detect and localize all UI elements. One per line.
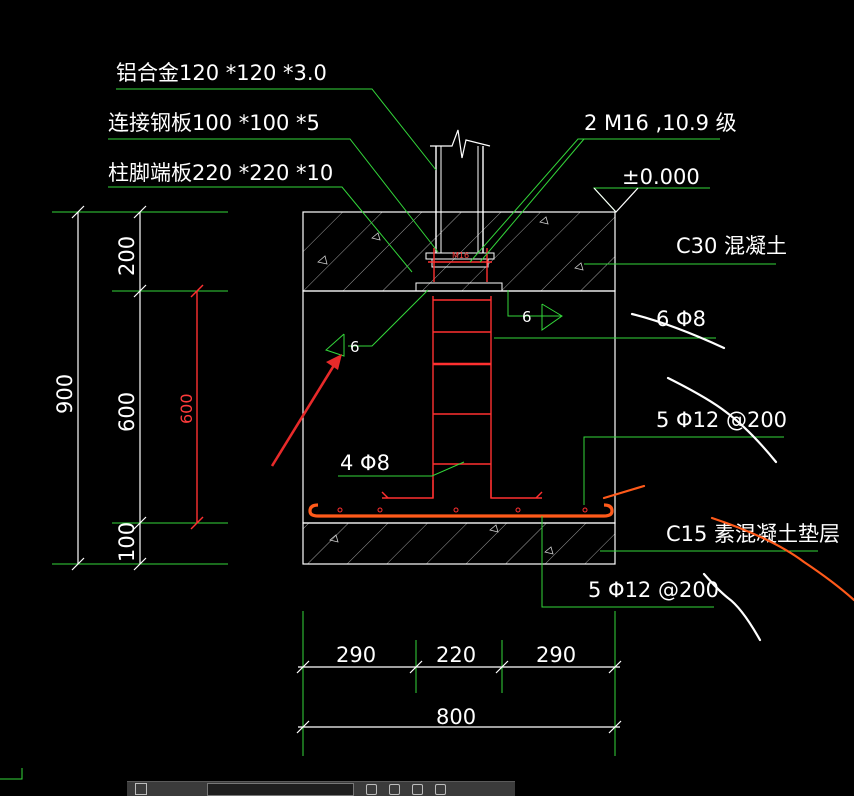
svg-text:M16: M16 xyxy=(452,251,469,260)
label-plate: 连接钢板100 *100 *5 xyxy=(108,111,320,135)
label-c30: C30 混凝土 xyxy=(676,234,787,258)
base-plates: M16 xyxy=(415,248,503,292)
dim-bottom-layer: 100 xyxy=(115,522,139,562)
label-stirrup: 6 Φ8 xyxy=(656,307,706,331)
leader-lines xyxy=(108,88,818,608)
section-mark-left: 6 xyxy=(350,338,360,356)
dim-width-total: 800 xyxy=(436,705,476,729)
dim-width-left: 290 xyxy=(336,643,376,667)
c30-layer xyxy=(302,211,616,292)
dim-middle-red: 600 xyxy=(177,393,196,424)
dim-top-layer: 200 xyxy=(115,236,139,276)
label-vertical-rebar: 4 Φ8 xyxy=(340,451,390,475)
section-mark-right: 6 xyxy=(522,308,532,326)
grid-icon[interactable] xyxy=(412,783,423,795)
command-field[interactable] xyxy=(207,782,354,796)
label-bottom-rebar-1: 5 Φ12 @200 xyxy=(656,408,787,432)
ortho-icon[interactable] xyxy=(435,783,446,795)
dim-width-center: 220 xyxy=(436,643,476,667)
layer-icon[interactable] xyxy=(135,783,147,795)
label-elevation: ±0.000 xyxy=(622,165,700,189)
status-bar xyxy=(127,781,515,796)
hand-annotations xyxy=(270,312,854,642)
middle-layer xyxy=(302,290,616,524)
foundation-body xyxy=(302,211,616,565)
text-labels: 铝合金120 *120 *3.0 连接钢板100 *100 *5 柱脚端板220… xyxy=(53,61,840,729)
dim-width-right: 290 xyxy=(536,643,576,667)
aluminum-column xyxy=(430,129,491,253)
label-endplate: 柱脚端板220 *220 *10 xyxy=(108,161,333,185)
dimension-lines xyxy=(0,187,639,780)
tool-icon[interactable] xyxy=(366,783,377,795)
label-aluminum: 铝合金120 *120 *3.0 xyxy=(116,61,327,85)
snap-icon[interactable] xyxy=(389,783,400,795)
c15-layer xyxy=(302,522,616,565)
label-bottom-rebar-2: 5 Φ12 @200 xyxy=(588,578,719,602)
dim-total-height: 900 xyxy=(53,374,77,414)
pointer-arrow-icon xyxy=(270,354,342,467)
rebar-cage xyxy=(308,296,614,518)
dim-middle-layer: 600 xyxy=(115,392,139,432)
label-bolts: 2 M16 ,10.9 级 xyxy=(584,111,737,135)
